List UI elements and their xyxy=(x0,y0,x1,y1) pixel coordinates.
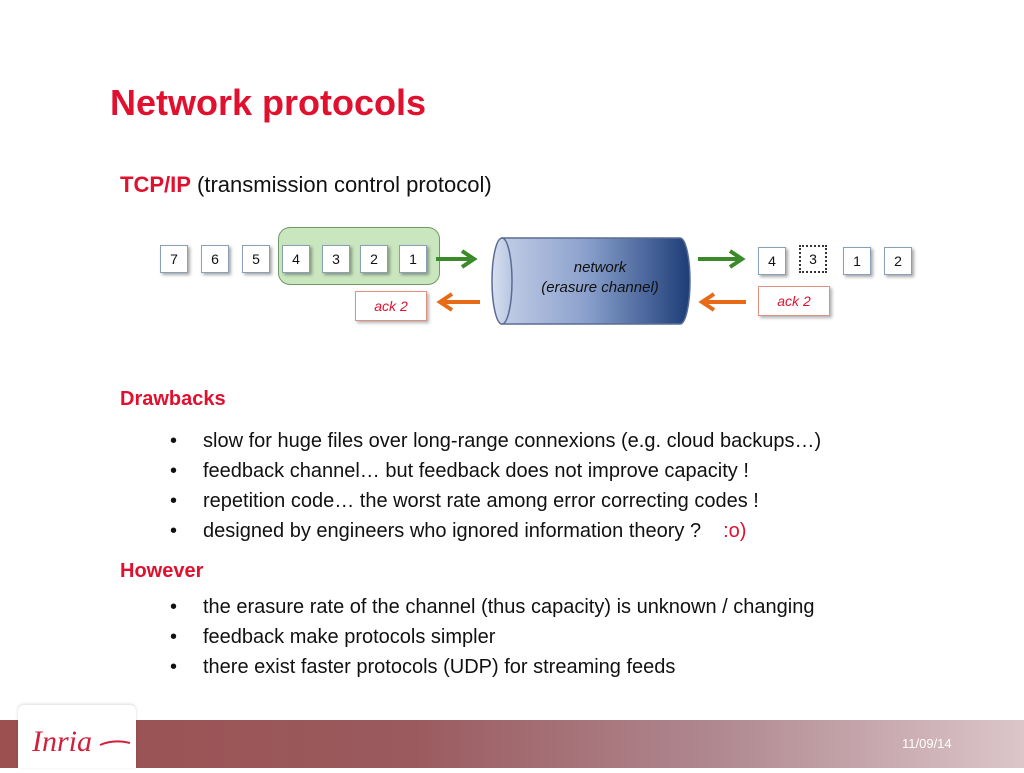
however-heading: However xyxy=(120,560,204,582)
sender-packet-7: 7 xyxy=(160,245,188,273)
network-label-line1: network xyxy=(573,259,627,276)
sender-packet-3: 3 xyxy=(322,245,350,273)
forward-arrow-left xyxy=(436,249,478,269)
drawbacks-heading: Drawbacks xyxy=(120,388,226,410)
network-pipe xyxy=(491,237,691,325)
inria-logo: Inria xyxy=(18,705,136,768)
drawbacks-item: repetition code… the worst rate among er… xyxy=(170,486,821,516)
network-label: network (erasure channel) xyxy=(510,258,690,298)
footer-band xyxy=(0,720,1024,768)
drawbacks-item: designed by engineers who ignored inform… xyxy=(170,516,821,546)
ack-box-sender: ack 2 xyxy=(355,291,427,321)
forward-arrow-right xyxy=(698,249,746,269)
sender-packet-2: 2 xyxy=(360,245,388,273)
sender-packet-4: 4 xyxy=(282,245,310,273)
drawbacks-item: slow for huge files over long-range conn… xyxy=(170,426,821,456)
inria-logo-mark: Inria xyxy=(31,725,131,758)
ack-box-receiver: ack 2 xyxy=(758,286,830,316)
ack-arrow-right xyxy=(698,292,746,312)
svg-text:Inria: Inria xyxy=(31,725,92,758)
smiley: :o) xyxy=(723,520,747,542)
receiver-packet-2: 2 xyxy=(884,247,912,275)
however-item: feedback make protocols simpler xyxy=(170,622,814,652)
slide-title: Network protocols xyxy=(110,82,427,123)
drawbacks-item-text: designed by engineers who ignored inform… xyxy=(203,520,702,542)
drawbacks-item: feedback channel… but feedback does not … xyxy=(170,456,821,486)
sender-packet-1: 1 xyxy=(399,245,427,273)
receiver-packet-3-lost: 3 xyxy=(799,245,827,273)
slide-date: 11/09/14 xyxy=(902,736,952,751)
subtitle-tcpip: TCP/IP xyxy=(120,172,191,197)
slide-subtitle: TCP/IP (transmission control protocol) xyxy=(120,172,492,198)
ack-arrow-left xyxy=(436,292,480,312)
however-list: the erasure rate of the channel (thus ca… xyxy=(170,592,814,682)
sender-packet-5: 5 xyxy=(242,245,270,273)
receiver-packet-4: 4 xyxy=(758,247,786,275)
network-label-line2: (erasure channel) xyxy=(541,279,659,296)
sender-packet-6: 6 xyxy=(201,245,229,273)
drawbacks-list: slow for huge files over long-range conn… xyxy=(170,426,821,546)
however-item: there exist faster protocols (UDP) for s… xyxy=(170,652,814,682)
however-item: the erasure rate of the channel (thus ca… xyxy=(170,592,814,622)
subtitle-description: (transmission control protocol) xyxy=(190,172,492,197)
diagram-arrows xyxy=(436,237,746,325)
receiver-packet-1: 1 xyxy=(843,247,871,275)
